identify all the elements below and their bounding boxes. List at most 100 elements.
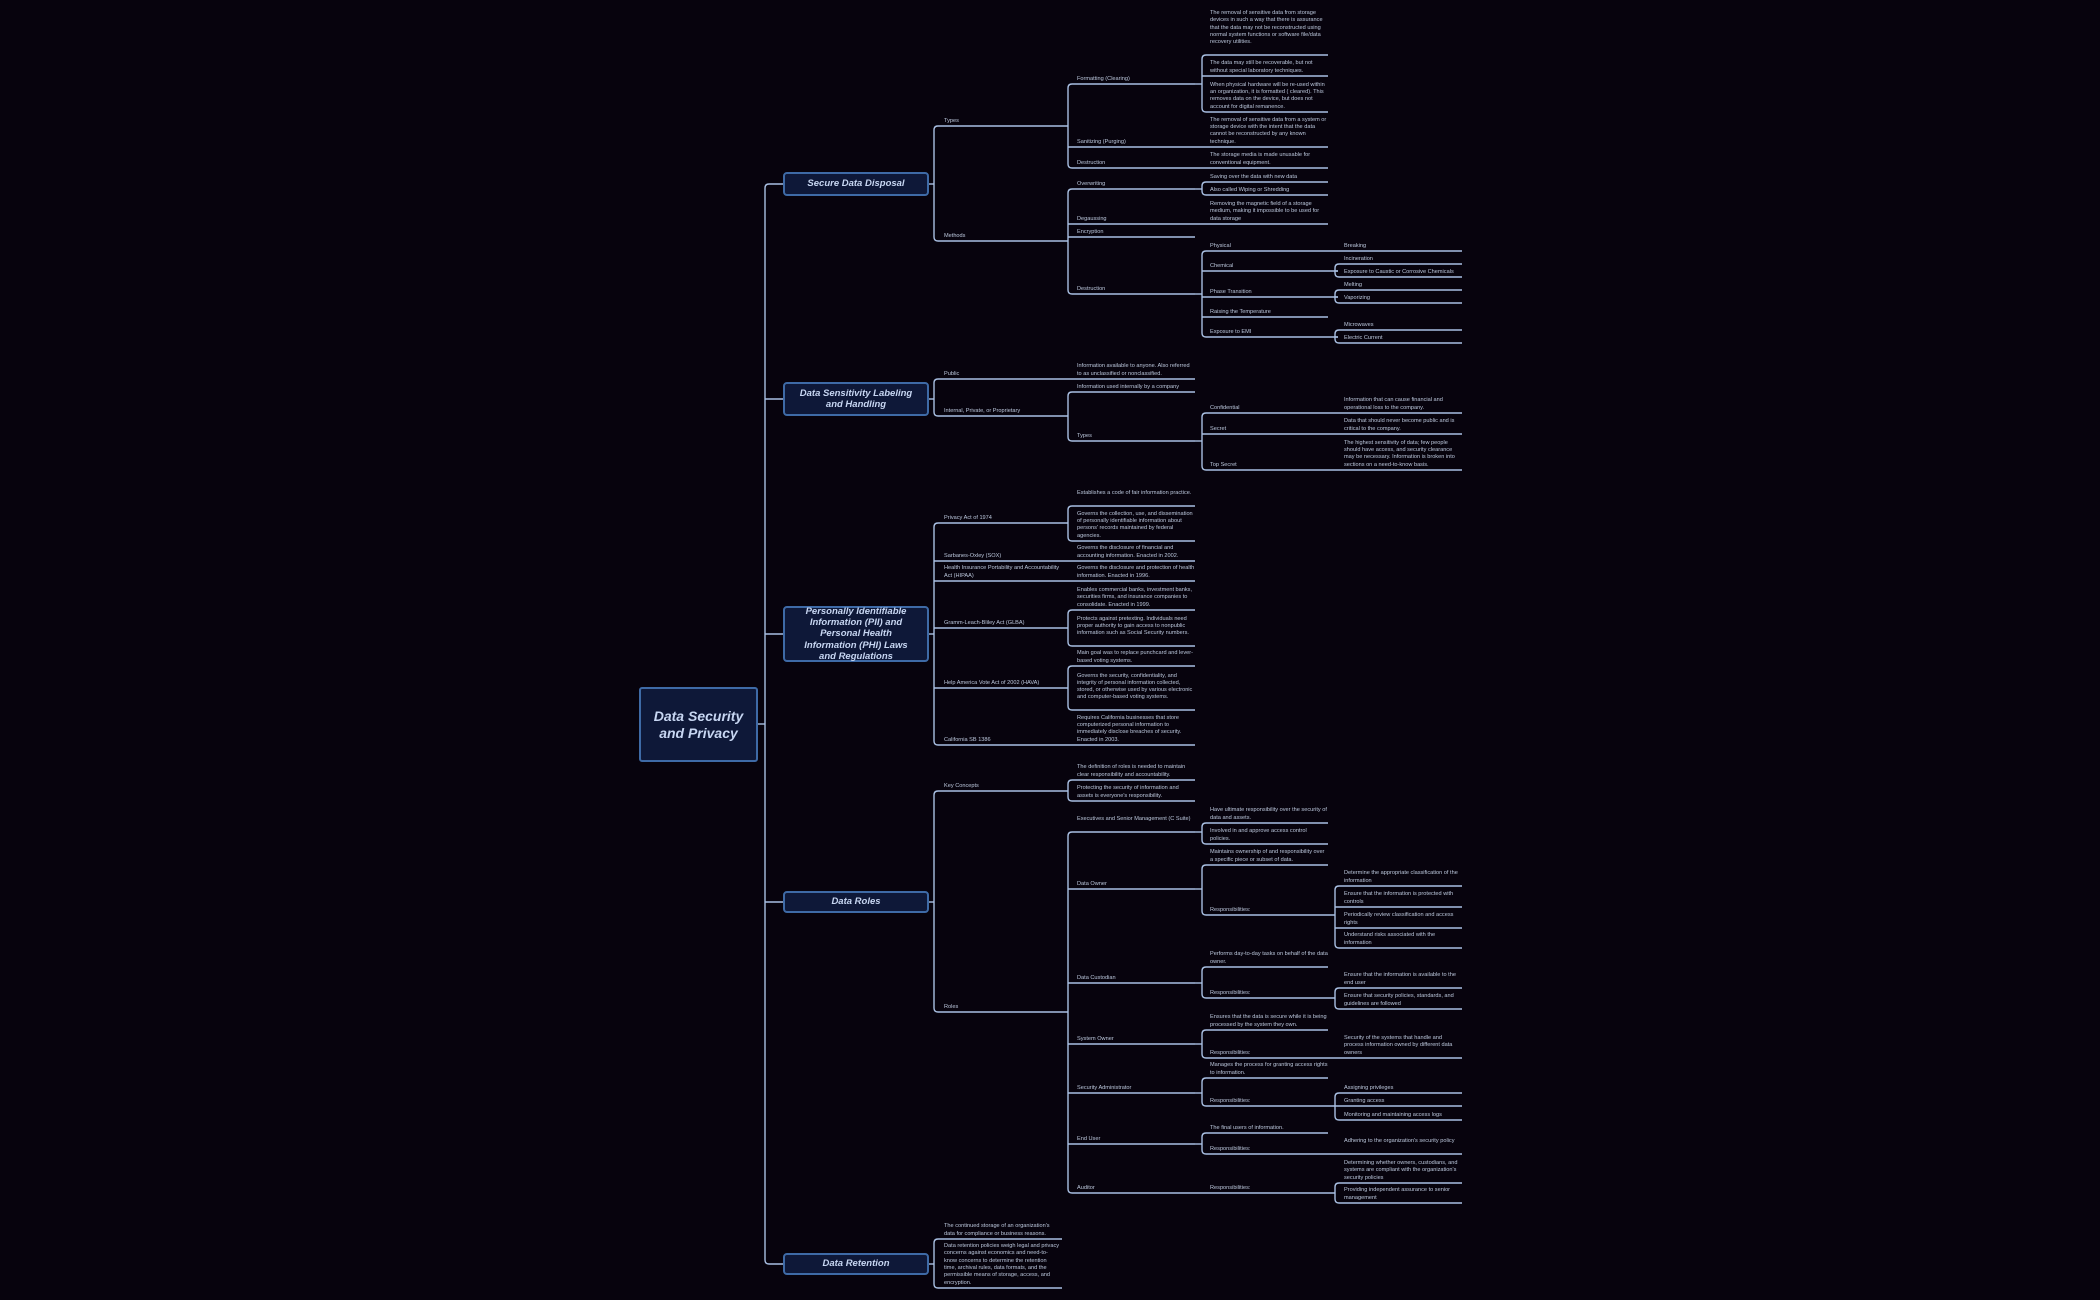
note[interactable]: Also called Wiping or Shredding bbox=[1210, 186, 1290, 193]
node-sanitizing[interactable]: Sanitizing (Purging) bbox=[1077, 138, 1126, 145]
node-encryption[interactable]: Encryption bbox=[1077, 228, 1104, 235]
note[interactable]: Maintains ownership of and responsibilit… bbox=[1210, 849, 1325, 863]
leaf-resp[interactable]: Ensure that the information is protected… bbox=[1344, 891, 1454, 905]
node-sox[interactable]: Sarbanes-Oxley (SOX) bbox=[944, 552, 1002, 559]
note[interactable]: Main goal was to replace punchcard and l… bbox=[1077, 650, 1193, 664]
node-glba[interactable]: Gramm-Leach-Bliley Act (GLBA) bbox=[944, 619, 1025, 626]
note[interactable]: Ensures that the data is secure while it… bbox=[1210, 1014, 1327, 1028]
node-exposure-emi[interactable]: Exposure to EMI bbox=[1210, 328, 1252, 335]
node-phase-transition[interactable]: Phase Transition bbox=[1210, 288, 1252, 295]
note[interactable]: Information that can cause financial and… bbox=[1344, 397, 1443, 411]
note[interactable]: Data retention policies weigh legal and … bbox=[944, 1243, 1060, 1286]
leaf-resp[interactable]: Monitoring and maintaining access logs bbox=[1344, 1111, 1442, 1118]
node-end-user[interactable]: End User bbox=[1077, 1135, 1101, 1142]
note[interactable]: Governs the disclosure and protection of… bbox=[1077, 565, 1195, 579]
leaf-resp[interactable]: Adhering to the organization's security … bbox=[1344, 1138, 1455, 1145]
note[interactable]: The storage media is made unusable for c… bbox=[1210, 152, 1311, 166]
node-destruction-method[interactable]: Destruction bbox=[1077, 285, 1106, 292]
leaf-resp[interactable]: Granting access bbox=[1344, 1097, 1385, 1104]
node-types[interactable]: Types bbox=[944, 117, 959, 124]
node-chemical[interactable]: Chemical bbox=[1210, 262, 1234, 269]
note[interactable]: Enables commercial banks, investment ban… bbox=[1077, 587, 1193, 608]
note[interactable]: Governs the security, confidentiality, a… bbox=[1077, 672, 1193, 701]
leaf-resp[interactable]: Providing independent assurance to senio… bbox=[1344, 1187, 1451, 1201]
node-physical[interactable]: Physical bbox=[1210, 242, 1231, 249]
node-auditor[interactable]: Auditor bbox=[1077, 1184, 1095, 1191]
note[interactable]: Manages the process for granting access … bbox=[1210, 1062, 1328, 1076]
leaf-incineration[interactable]: Incineration bbox=[1344, 255, 1373, 262]
node-responsibilities[interactable]: Responsibilities: bbox=[1210, 989, 1251, 996]
note[interactable]: The definition of roles is needed to mai… bbox=[1077, 764, 1186, 778]
node-responsibilities[interactable]: Responsibilities: bbox=[1210, 906, 1251, 913]
note[interactable]: The continued storage of an organization… bbox=[944, 1223, 1050, 1237]
leaf-caustic[interactable]: Exposure to Caustic or Corrosive Chemica… bbox=[1344, 268, 1454, 275]
node-raising-temperature[interactable]: Raising the Temperature bbox=[1210, 308, 1271, 315]
note[interactable]: The highest sensitivity of data; few peo… bbox=[1344, 439, 1455, 468]
note[interactable]: Protects against pretexting. Individuals… bbox=[1077, 615, 1189, 637]
leaf-resp[interactable]: Security of the systems that handle and … bbox=[1344, 1035, 1453, 1056]
note[interactable]: Involved in and approve access control p… bbox=[1210, 828, 1307, 842]
node-responsibilities[interactable]: Responsibilities: bbox=[1210, 1184, 1251, 1191]
branch-data-roles[interactable]: Data Roles bbox=[783, 891, 929, 913]
note[interactable]: Governs the disclosure of financial and … bbox=[1077, 545, 1179, 559]
leaf-resp[interactable]: Ensure that the information is available… bbox=[1344, 972, 1456, 986]
leaf-microwaves[interactable]: Microwaves bbox=[1344, 321, 1374, 328]
node-privacy-act[interactable]: Privacy Act of 1974 bbox=[944, 514, 992, 521]
node-public[interactable]: Public bbox=[944, 370, 960, 377]
leaf-resp[interactable]: Assigning privileges bbox=[1344, 1084, 1394, 1091]
note[interactable]: The removal of sensitive data from a sys… bbox=[1210, 116, 1327, 145]
note[interactable]: Data that should never become public and… bbox=[1344, 418, 1455, 432]
node-methods[interactable]: Methods bbox=[944, 232, 966, 239]
node-secret[interactable]: Secret bbox=[1210, 425, 1227, 432]
note[interactable]: The final users of information. bbox=[1210, 1124, 1284, 1131]
node-data-custodian[interactable]: Data Custodian bbox=[1077, 974, 1116, 981]
note[interactable]: Governs the collection, use, and dissemi… bbox=[1077, 510, 1193, 539]
note[interactable]: Information available to anyone. Also re… bbox=[1077, 363, 1190, 377]
leaf-breaking[interactable]: Breaking bbox=[1344, 242, 1367, 249]
note[interactable]: The data may still be recoverable, but n… bbox=[1210, 60, 1313, 74]
branch-data-retention[interactable]: Data Retention bbox=[783, 1253, 929, 1275]
node-hava[interactable]: Help America Vote Act of 2002 (HAVA) bbox=[944, 679, 1040, 686]
note[interactable]: Have ultimate responsibility over the se… bbox=[1210, 807, 1327, 821]
note[interactable]: When physical hardware will be re-used w… bbox=[1210, 81, 1325, 110]
node-roles[interactable]: Roles bbox=[944, 1003, 959, 1010]
node-top-secret[interactable]: Top Secret bbox=[1210, 461, 1237, 468]
node-responsibilities[interactable]: Responsibilities: bbox=[1210, 1145, 1251, 1152]
note[interactable]: Protecting the security of information a… bbox=[1077, 785, 1179, 799]
leaf-resp[interactable]: Determine the appropriate classification… bbox=[1344, 870, 1458, 884]
note[interactable]: The removal of sensitive data from stora… bbox=[1210, 10, 1323, 46]
note[interactable]: Removing the magnetic field of a storage… bbox=[1210, 201, 1320, 222]
leaf-vaporizing[interactable]: Vaporizing bbox=[1344, 294, 1371, 301]
note[interactable]: Performs day-to-day tasks on behalf of t… bbox=[1210, 951, 1328, 965]
leaf-resp[interactable]: Understand risks associated with the inf… bbox=[1344, 932, 1436, 946]
note[interactable]: Saving over the data with new data bbox=[1210, 173, 1298, 180]
node-responsibilities[interactable]: Responsibilities: bbox=[1210, 1049, 1251, 1056]
leaf-melting[interactable]: Melting bbox=[1344, 281, 1363, 288]
leaf-resp[interactable]: Periodically review classification and a… bbox=[1344, 912, 1454, 926]
note[interactable]: Requires California businesses that stor… bbox=[1077, 714, 1182, 743]
node-degaussing[interactable]: Degaussing bbox=[1077, 215, 1107, 222]
node-sensitivity-types[interactable]: Types bbox=[1077, 432, 1092, 439]
node-destruction-type[interactable]: Destruction bbox=[1077, 159, 1106, 166]
leaf-resp[interactable]: Ensure that security policies, standards… bbox=[1344, 993, 1454, 1007]
node-executives[interactable]: Executives and Senior Management (C Suit… bbox=[1077, 816, 1191, 823]
root-topic[interactable]: Data Security and Privacy bbox=[639, 687, 758, 762]
node-sb1386[interactable]: California SB 1386 bbox=[944, 736, 991, 743]
node-overwriting[interactable]: Overwriting bbox=[1077, 180, 1106, 187]
branch-data-sensitivity[interactable]: Data Sensitivity Labeling and Handling bbox=[783, 382, 929, 416]
note[interactable]: Establishes a code of fair information p… bbox=[1077, 490, 1192, 497]
branch-secure-data-disposal[interactable]: Secure Data Disposal bbox=[783, 172, 929, 196]
leaf-resp[interactable]: Determining whether owners, custodians, … bbox=[1344, 1160, 1458, 1181]
leaf-electric-current[interactable]: Electric Current bbox=[1344, 334, 1383, 341]
note[interactable]: Information used internally by a company bbox=[1077, 383, 1179, 390]
branch-pii-phi-laws[interactable]: Personally Identifiable Information (PII… bbox=[783, 606, 929, 662]
node-internal[interactable]: Internal, Private, or Proprietary bbox=[944, 407, 1021, 414]
node-security-admin[interactable]: Security Administrator bbox=[1077, 1084, 1132, 1091]
node-responsibilities[interactable]: Responsibilities: bbox=[1210, 1097, 1251, 1104]
node-hipaa[interactable]: Health Insurance Portability and Account… bbox=[944, 565, 1060, 579]
node-formatting[interactable]: Formatting (Clearing) bbox=[1077, 75, 1130, 82]
node-confidential[interactable]: Confidential bbox=[1210, 404, 1240, 411]
node-data-owner[interactable]: Data Owner bbox=[1077, 880, 1107, 887]
node-key-concepts[interactable]: Key Concepts bbox=[944, 782, 979, 789]
node-system-owner[interactable]: System Owner bbox=[1077, 1035, 1114, 1042]
